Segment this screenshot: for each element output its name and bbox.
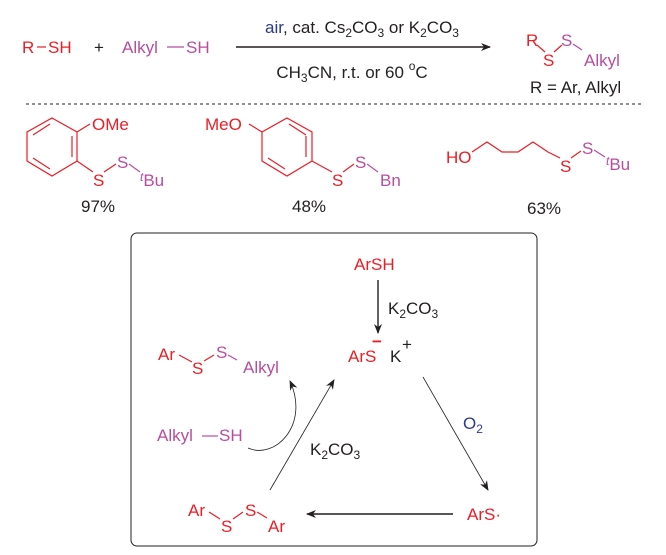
- alkyl-thiol: Alkyl SH: [157, 426, 243, 445]
- s-label: S: [216, 343, 227, 362]
- ars-label: ArS: [348, 347, 376, 366]
- substituent-label: MeO: [205, 115, 242, 134]
- sh-label: SH: [48, 38, 72, 57]
- tbu-label: tBu: [140, 170, 164, 190]
- product-disulfide: R S S Alkyl: [526, 31, 620, 70]
- mechanism-box: [130, 232, 538, 547]
- tbu-label: tBu: [606, 154, 630, 174]
- substituent-label: HO: [446, 148, 472, 167]
- sh-label: SH: [219, 426, 243, 445]
- alkyl-chain: [471, 141, 561, 159]
- reactant-thiol: R SH: [22, 38, 72, 57]
- minus-charge: −: [372, 332, 382, 351]
- diaryl-disulfide: Ar S S Ar: [188, 501, 285, 536]
- s-label: S: [560, 157, 571, 176]
- curved-arrow: [247, 380, 298, 451]
- benzene-ring: [26, 117, 78, 177]
- r-label: R: [526, 31, 538, 50]
- o2-label: O2: [463, 414, 483, 436]
- plus-sign: +: [94, 38, 104, 57]
- r-definition: R = Ar, Alkyl: [530, 78, 621, 97]
- conditions-below: CH3CN, r.t. or 60 oC: [276, 59, 427, 85]
- k2co3-label-mid: K2CO3: [310, 440, 361, 462]
- oxidation-arrow: [422, 376, 489, 491]
- example-3: HO S S tBu 63%: [446, 139, 630, 218]
- alkyl-label: Alkyl: [243, 358, 279, 377]
- s-label: S: [221, 517, 232, 536]
- bn-label: Bn: [380, 171, 401, 190]
- example-2: MeO S S Bn 48%: [205, 115, 401, 216]
- s-label: S: [332, 171, 343, 190]
- s-label: S: [117, 153, 128, 172]
- benzene-ring: [261, 117, 313, 177]
- ar-label: Ar: [158, 345, 175, 364]
- k2co3-label-top: K2CO3: [388, 299, 439, 321]
- s-label: S: [355, 153, 366, 172]
- s-label: S: [93, 171, 104, 190]
- yield-label: 97%: [81, 197, 115, 216]
- thiolate: ArS − K +: [348, 332, 412, 366]
- ar-label: Ar: [188, 501, 205, 520]
- exchange-arrow: [269, 379, 335, 491]
- alkyl-label: Alkyl: [157, 426, 193, 445]
- s-label: S: [582, 139, 593, 158]
- alkyl-label: Alkyl: [584, 51, 620, 70]
- arsh-label: ArSH: [354, 255, 395, 274]
- mixed-disulfide-product: Ar S S Alkyl: [158, 343, 279, 378]
- s-label: S: [192, 359, 203, 378]
- yield-label: 63%: [527, 199, 561, 218]
- reactant-alkyl-thiol: Alkyl SH: [122, 38, 210, 57]
- sh-label: SH: [186, 38, 210, 57]
- example-1: OMe S S tBu 97%: [26, 115, 164, 216]
- s-label: S: [543, 51, 554, 70]
- alkyl-label: Alkyl: [122, 38, 158, 57]
- plus-charge: +: [402, 335, 412, 354]
- k-label: K: [390, 347, 402, 366]
- ar-label: Ar: [268, 517, 285, 536]
- conditions-above: air, cat. Cs2CO3 or K2CO3: [265, 18, 459, 40]
- s-label: S: [245, 501, 256, 520]
- thiyl-radical-label: ArS·: [467, 505, 501, 524]
- yield-label: 48%: [292, 197, 326, 216]
- s-label: S: [561, 31, 572, 50]
- r-label: R: [22, 38, 34, 57]
- substituent-label: OMe: [92, 115, 129, 134]
